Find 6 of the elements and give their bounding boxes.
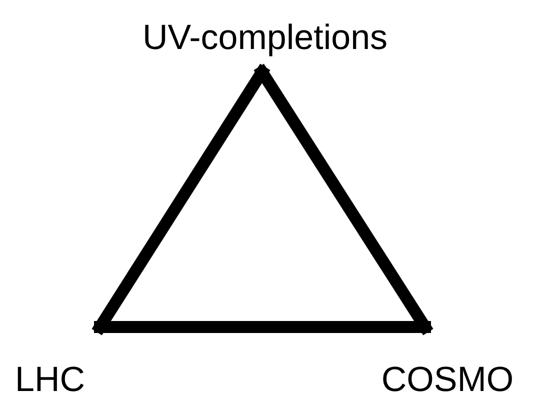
vertex-label: LHC	[15, 362, 86, 397]
triangle-side	[94, 66, 268, 333]
triangle-side	[94, 321, 431, 333]
vertex-label: COSMO	[381, 362, 514, 397]
triangle-side	[256, 66, 431, 333]
vertex-label: UV-completions	[142, 20, 388, 55]
